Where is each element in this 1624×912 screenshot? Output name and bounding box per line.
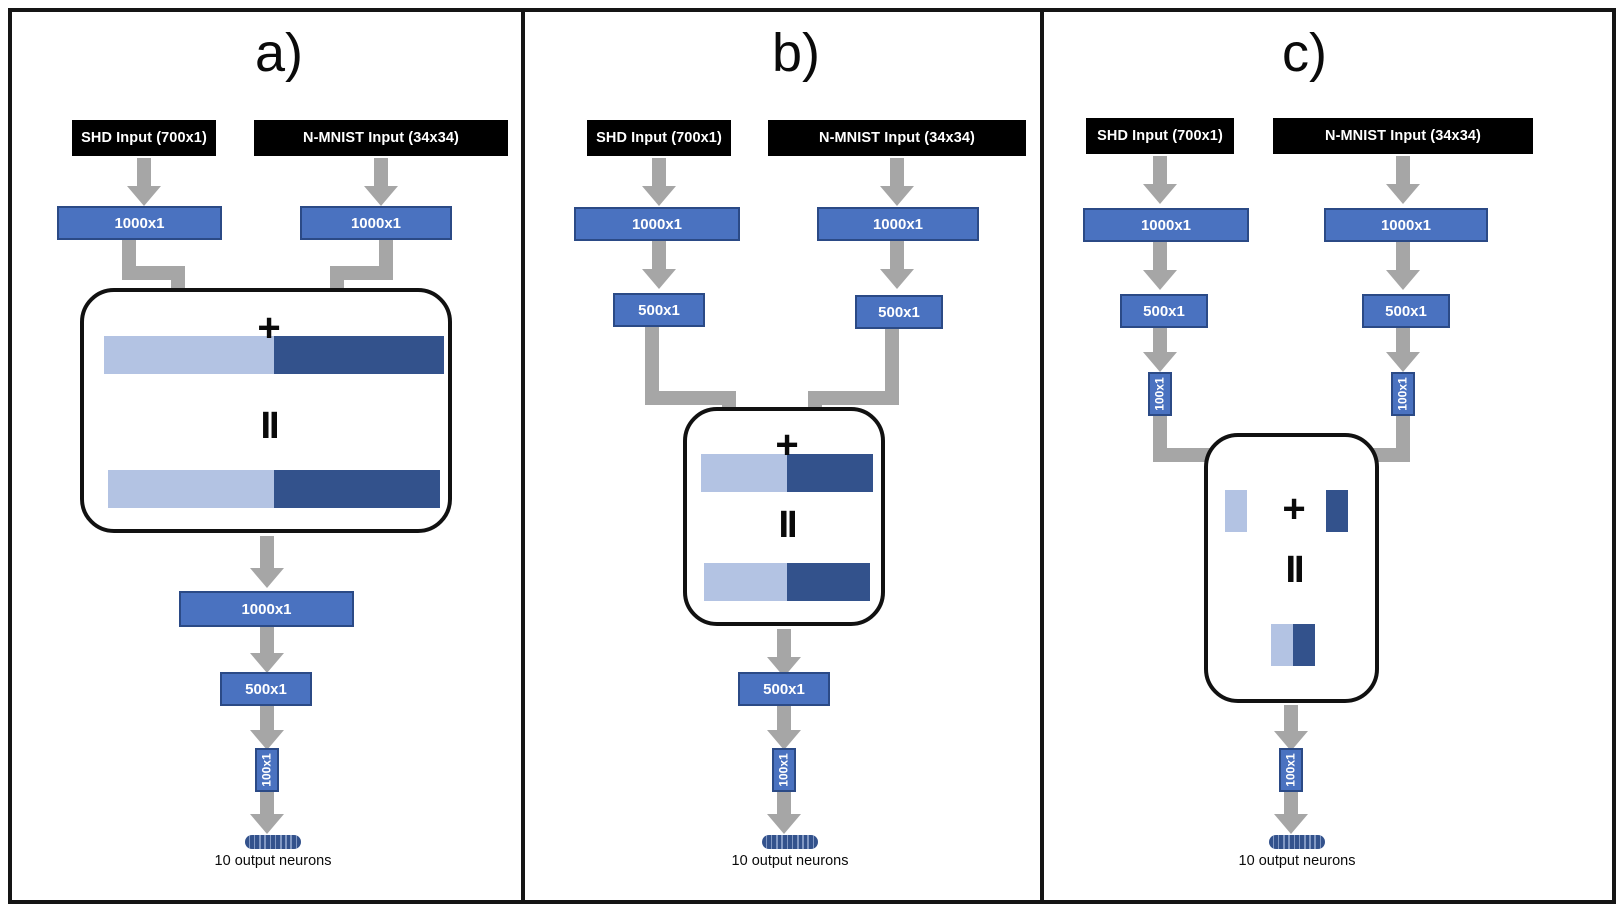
panel-b: b) SHD Input (700x1) N-MNIST Input (34x3… (525, 8, 1040, 904)
panel-c-arrow-right-500-to-100 (1386, 328, 1420, 374)
panel-c-arrow-shd-to-1000 (1143, 156, 1177, 206)
panel-a-output-neurons (245, 835, 301, 849)
panel-c-output-neurons (1269, 835, 1325, 849)
panel-divider-1 (521, 8, 525, 904)
panel-a-fusion-box: + II (80, 288, 452, 533)
panel-b-arrow-100-to-output (767, 792, 801, 836)
panel-b-bar-result-dark (787, 563, 870, 601)
panel-b-layer-post-100: 100x1 (772, 748, 796, 792)
panel-b-arrow-500-to-100 (767, 706, 801, 752)
panel-c-bar-result-dark (1293, 624, 1315, 666)
panel-c-layer-left-500: 500x1 (1120, 294, 1208, 328)
panel-c-layer-right-500: 500x1 (1362, 294, 1450, 328)
panel-c-layer-left-1000: 1000x1 (1083, 208, 1249, 242)
panel-b-layer-right-500: 500x1 (855, 295, 943, 329)
panel-a-layer-post-500: 500x1 (220, 672, 312, 706)
panel-b-equals-symbol: II (778, 504, 797, 546)
panel-c-equals-symbol: II (1285, 549, 1304, 591)
panel-a-arrow-fusion-to-1000 (250, 536, 284, 590)
panel-c-output-caption: 10 output neurons (1238, 853, 1356, 869)
panel-b-bar-left-light (701, 454, 787, 492)
panel-b-bar-result-light (704, 563, 787, 601)
panel-b-bar-right-dark (787, 454, 873, 492)
panel-c-layer-post-100: 100x1 (1279, 748, 1303, 792)
panel-a-arrow-100-to-output (250, 792, 284, 836)
panel-b-label: b) (772, 23, 821, 83)
panel-c-layer-right-100: 100x1 (1391, 372, 1415, 416)
panel-a-layer-right-1000: 1000x1 (300, 206, 452, 240)
panel-a-arrow-shd-to-1000 (127, 158, 161, 206)
panel-b-output-caption: 10 output neurons (731, 853, 849, 869)
panel-a-arrow-500-to-100 (250, 706, 284, 752)
panel-b-layer-left-500: 500x1 (613, 293, 705, 327)
panel-c-layer-left-100: 100x1 (1148, 372, 1172, 416)
panel-c-layer-right-1000: 1000x1 (1324, 208, 1488, 242)
panel-c-plus-symbol: + (1282, 487, 1306, 531)
panel-a-layer-post-1000: 1000x1 (179, 591, 354, 627)
panel-a-label: a) (255, 23, 304, 83)
panel-b-fusion-box: + II (683, 407, 885, 626)
panel-b-arrow-nmnist-to-1000 (880, 158, 914, 206)
panel-c-bar-result-light (1271, 624, 1293, 666)
panel-a-arrow-1000-to-500 (250, 627, 284, 675)
panel-c-bar-left-light (1225, 490, 1247, 532)
panel-c-arrow-fusion-to-100 (1274, 705, 1308, 753)
panel-c-bar-right-dark (1326, 490, 1348, 532)
panel-a-layer-post-100-label: 100x1 (260, 753, 274, 787)
panel-a-layer-post-100: 100x1 (255, 748, 279, 792)
panel-c-arrow-100-to-output (1274, 792, 1308, 836)
panel-b-input-shd: SHD Input (700x1) (587, 120, 731, 156)
panel-b-output-neurons (762, 835, 818, 849)
panel-a-equals-symbol: II (260, 405, 279, 447)
panel-c-arrow-left-500-to-100 (1143, 328, 1177, 374)
panel-b-arrow-shd-to-1000 (642, 158, 676, 206)
panel-a-arrow-nmnist-to-1000 (364, 158, 398, 206)
panel-b-layer-right-1000: 1000x1 (817, 207, 979, 241)
panel-a-layer-left-1000: 1000x1 (57, 206, 222, 240)
panel-c-input-shd: SHD Input (700x1) (1086, 118, 1234, 154)
panel-b-arrow-right-1000-to-500 (880, 241, 914, 291)
panel-b-plus-symbol: + (775, 423, 799, 467)
panel-b-input-nmnist: N-MNIST Input (34x34) (768, 120, 1026, 156)
panel-a-input-shd: SHD Input (700x1) (72, 120, 216, 156)
panel-c-layer-left-100-label: 100x1 (1153, 377, 1167, 411)
panel-a-bar-result-dark (274, 470, 440, 508)
panel-c-layer-right-100-label: 100x1 (1396, 377, 1410, 411)
panel-a-output-caption: 10 output neurons (214, 853, 332, 869)
panel-c-input-nmnist: N-MNIST Input (34x34) (1273, 118, 1533, 154)
panel-c-arrow-left-1000-to-500 (1143, 242, 1177, 292)
panel-a-plus-symbol: + (257, 306, 281, 350)
panel-c-layer-post-100-label: 100x1 (1284, 753, 1298, 787)
panel-c-fusion-box: + II (1204, 433, 1379, 703)
panel-a-bar-left-light (104, 336, 274, 374)
panel-a-input-nmnist: N-MNIST Input (34x34) (254, 120, 508, 156)
panel-a-bar-right-dark (274, 336, 444, 374)
panel-divider-2 (1040, 8, 1044, 904)
panel-a-bar-result-light (108, 470, 274, 508)
panel-b-arrow-left-1000-to-500 (642, 241, 676, 291)
panel-b-layer-left-1000: 1000x1 (574, 207, 740, 241)
panel-c: c) SHD Input (700x1) N-MNIST Input (34x3… (1044, 8, 1612, 904)
panel-c-label: c) (1282, 23, 1327, 83)
panel-b-layer-post-100-label: 100x1 (777, 753, 791, 787)
panel-b-layer-post-500: 500x1 (738, 672, 830, 706)
panel-c-arrow-nmnist-to-1000 (1386, 156, 1420, 206)
panel-a: a) SHD Input (700x1) N-MNIST Input (34x3… (12, 8, 521, 904)
panel-c-arrow-right-1000-to-500 (1386, 242, 1420, 292)
